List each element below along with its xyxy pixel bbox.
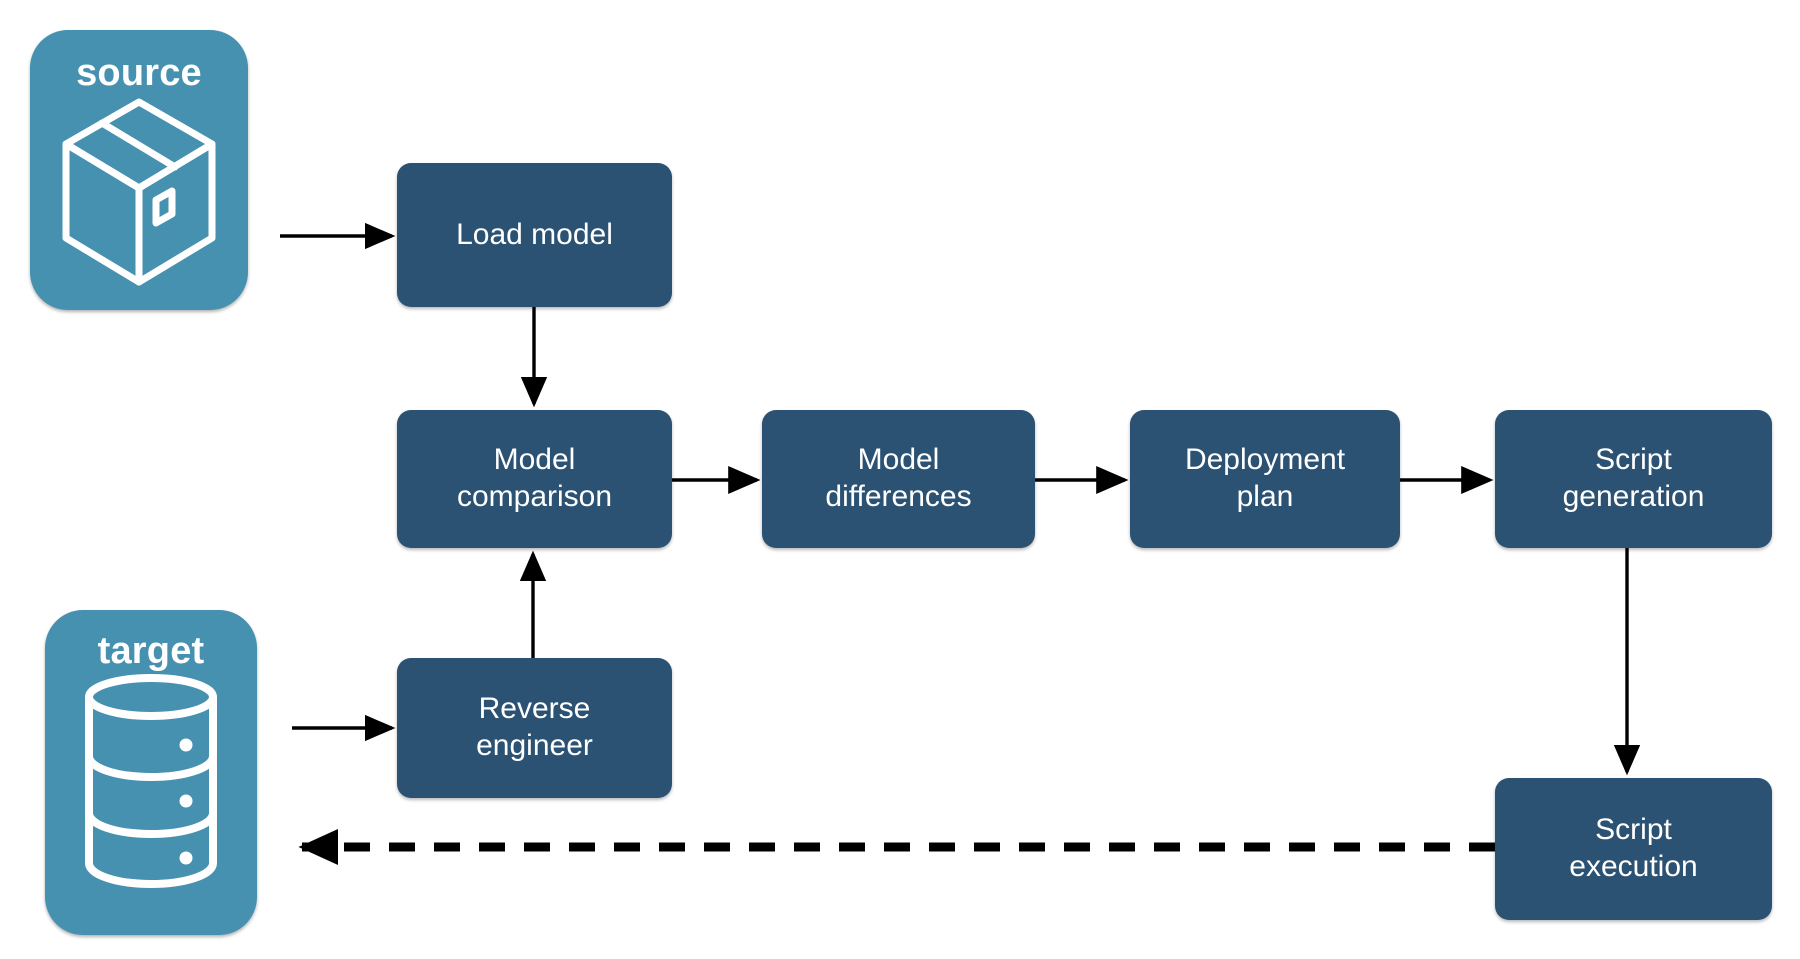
endpoint-target-label: target xyxy=(97,630,205,672)
node-reverse-engineer[interactable]: Reverse engineer xyxy=(397,658,672,798)
node-deployment-plan-line2: plan xyxy=(1236,480,1294,513)
node-model-comparison-line1: Model xyxy=(493,443,576,477)
node-model-comparison-line2: comparison xyxy=(456,480,613,513)
package-box-icon xyxy=(44,92,234,293)
node-script-execution[interactable]: Script execution xyxy=(1495,778,1772,920)
node-script-generation-line1: Script xyxy=(1595,443,1672,477)
endpoint-source-label: source xyxy=(76,52,202,94)
node-script-execution-line1: Script xyxy=(1595,813,1672,847)
node-model-comparison[interactable]: Model comparison xyxy=(397,410,672,548)
node-deployment-plan[interactable]: Deployment plan xyxy=(1130,410,1400,548)
node-model-differences-line2: differences xyxy=(825,480,972,513)
database-cylinder-icon xyxy=(71,670,231,895)
node-script-execution-line2: execution xyxy=(1569,850,1698,883)
node-script-generation-line2: generation xyxy=(1562,480,1705,513)
node-reverse-engineer-line2: engineer xyxy=(476,729,593,762)
node-model-differences-line1: Model xyxy=(857,443,940,477)
node-deployment-plan-line1: Deployment xyxy=(1184,443,1346,477)
node-script-generation[interactable]: Script generation xyxy=(1495,410,1772,548)
node-load-model-line1: Load model xyxy=(456,217,613,251)
node-reverse-engineer-line1: Reverse xyxy=(478,692,591,726)
node-model-differences[interactable]: Model differences xyxy=(762,410,1035,548)
node-load-model[interactable]: Load model xyxy=(397,163,672,307)
endpoint-source[interactable]: source xyxy=(30,30,248,310)
endpoint-target[interactable]: target xyxy=(45,610,257,935)
